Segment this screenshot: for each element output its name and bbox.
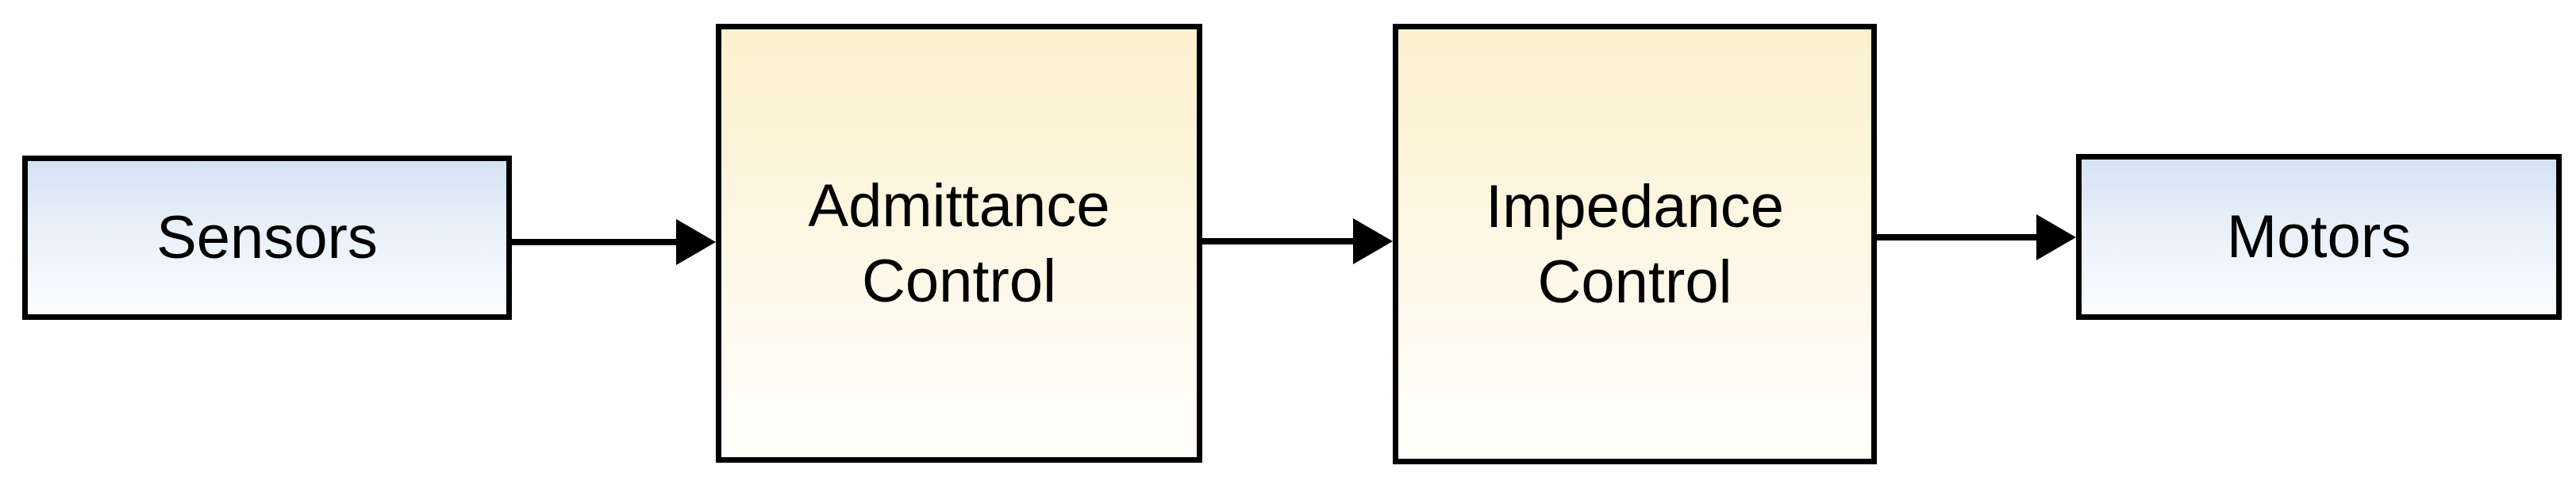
node-impedance-control-label: Impedance Control <box>1485 172 1785 316</box>
arrow-shaft <box>1202 238 1353 244</box>
arrowhead-right-icon <box>2036 214 2076 260</box>
node-motors-label: Motors <box>2226 203 2412 271</box>
node-sensors-label: Sensors <box>156 204 378 271</box>
arrow-shaft <box>1877 234 2036 240</box>
node-admittance-control-label: Admittance Control <box>808 171 1110 315</box>
node-motors: Motors <box>2076 154 2562 320</box>
node-impedance-control: Impedance Control <box>1393 24 1877 464</box>
node-admittance-control: Admittance Control <box>716 24 1202 463</box>
arrowhead-right-icon <box>1353 218 1393 264</box>
arrow-impedance-control-to-motors <box>1877 214 2076 260</box>
node-sensors: Sensors <box>22 156 512 320</box>
arrowhead-right-icon <box>676 219 716 265</box>
arrow-admittance-control-to-impedance-control <box>1202 218 1393 264</box>
arrow-shaft <box>512 239 676 245</box>
arrow-sensors-to-admittance-control <box>512 219 716 265</box>
